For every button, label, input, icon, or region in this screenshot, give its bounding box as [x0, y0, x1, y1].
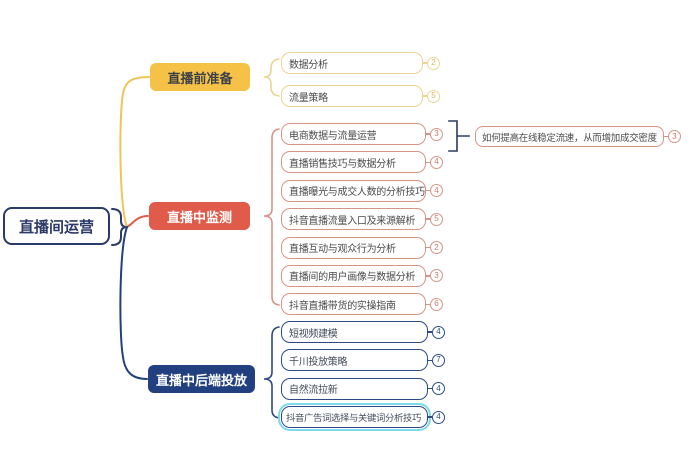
connector-tick	[428, 416, 432, 418]
count-badge[interactable]: 3	[667, 130, 681, 143]
topic-row: 流量策略 5	[281, 85, 440, 107]
topic-node[interactable]: 直播间的用户画像与数据分析	[281, 264, 426, 287]
topic-row: 抖音直播带货的实操指南 6	[281, 293, 443, 316]
topic-node-selected[interactable]: 抖音广告词选择与关键词分析技巧	[281, 406, 428, 429]
branch-backend-ads[interactable]: 直播中后端投放	[148, 365, 255, 393]
connector-tick	[426, 161, 430, 164]
count-badge[interactable]: 7	[432, 353, 445, 367]
count-badge[interactable]: 3	[430, 127, 443, 141]
connector-tick	[426, 218, 430, 220]
count-badge[interactable]: 4	[432, 410, 445, 424]
root-brace	[111, 208, 128, 246]
topic-node[interactable]: 抖音直播带货的实操指南	[281, 293, 426, 316]
root-node[interactable]: 直播间运营	[3, 207, 110, 245]
topic-row: 自然流拉新 4	[281, 377, 445, 400]
branch-pre-live[interactable]: 直播前准备	[150, 63, 250, 91]
topic-row: 数据分析 2	[281, 52, 440, 74]
topic-node[interactable]: 直播销售技巧与数据分析	[281, 151, 426, 174]
brace-branch1	[263, 58, 280, 97]
topic-node[interactable]: 千川投放策略	[281, 349, 428, 372]
trunk-curve-bottom	[119, 226, 148, 380]
connector-tick	[426, 190, 430, 192]
connector-tick	[426, 303, 430, 306]
topic-row: 短视频建模 4	[281, 321, 445, 343]
count-badge[interactable]: 5	[430, 212, 443, 226]
topic-node[interactable]: 短视频建模	[281, 321, 428, 343]
topic-node[interactable]: 直播互动与观众行为分析	[281, 236, 426, 259]
trunk-curve-mid	[126, 215, 149, 228]
count-badge[interactable]: 6	[430, 297, 443, 311]
count-badge[interactable]: 2	[430, 241, 443, 255]
count-badge[interactable]: 3	[430, 269, 443, 283]
topic-node[interactable]: 电商数据与流量运营	[281, 123, 426, 145]
count-badge[interactable]: 4	[430, 184, 443, 198]
count-badge[interactable]: 2	[427, 56, 440, 70]
topic-row: 抖音直播流量入口及来源解析 5	[281, 208, 443, 231]
connector-tick	[423, 62, 427, 64]
brace-branch2	[263, 128, 280, 306]
subtopic-row: 如何提高在线稳定流速，从而增加成交密度 3	[475, 126, 681, 147]
topic-row: 直播互动与观众行为分析 2	[281, 236, 443, 259]
connector-tick	[426, 133, 430, 135]
connector-tick	[426, 246, 430, 249]
brace-branch3	[263, 326, 280, 419]
connector-tick	[428, 331, 432, 333]
connector-tick	[426, 275, 430, 277]
connector-tick	[428, 359, 432, 362]
count-badge[interactable]: 4	[432, 382, 445, 396]
topic-row: 电商数据与流量运营 3	[281, 123, 443, 145]
topic-row: 抖音广告词选择与关键词分析技巧 4	[281, 406, 445, 429]
branch3-children: 短视频建模 4 千川投放策略 7 自然流拉新 4 抖音广告词选择与关键词分析技巧…	[281, 321, 445, 429]
connector-tick	[663, 135, 668, 138]
bracket-subtopic	[448, 120, 470, 152]
topic-row: 千川投放策略 7	[281, 349, 445, 372]
count-badge[interactable]: 4	[430, 155, 443, 169]
topic-node[interactable]: 数据分析	[281, 52, 423, 74]
trunk-curve-top	[119, 76, 150, 228]
topic-row: 直播间的用户画像与数据分析 3	[281, 264, 443, 287]
connector-tick	[423, 95, 427, 97]
topic-row: 直播曝光与成交人数的分析技巧 4	[281, 179, 443, 202]
connector-tick	[428, 388, 432, 390]
topic-node[interactable]: 直播曝光与成交人数的分析技巧	[281, 179, 426, 202]
subtopic-node[interactable]: 如何提高在线稳定流速，从而增加成交密度	[475, 126, 664, 147]
topic-node[interactable]: 抖音直播流量入口及来源解析	[281, 208, 426, 231]
branch2-children: 电商数据与流量运营 3 直播销售技巧与数据分析 4 直播曝光与成交人数的分析技巧…	[281, 123, 443, 316]
branch-live-monitoring[interactable]: 直播中监测	[149, 202, 250, 230]
topic-node[interactable]: 自然流拉新	[281, 377, 428, 400]
topic-node[interactable]: 流量策略	[281, 85, 423, 107]
count-badge[interactable]: 4	[432, 325, 445, 339]
topic-row: 直播销售技巧与数据分析 4	[281, 151, 443, 174]
branch1-children: 数据分析 2 流量策略 5	[281, 52, 440, 107]
count-badge[interactable]: 5	[427, 89, 440, 103]
